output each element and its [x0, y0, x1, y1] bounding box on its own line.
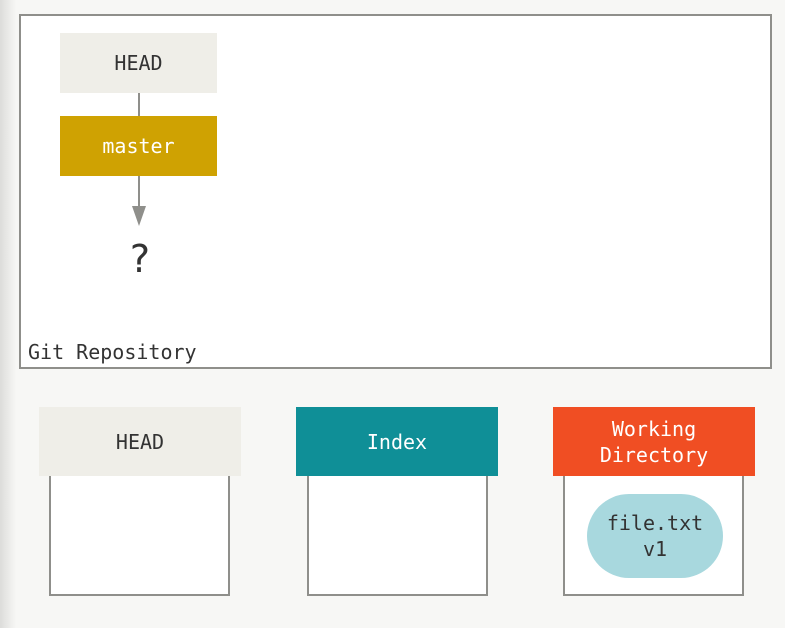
working-directory-header: Working Directory: [553, 407, 755, 476]
git-repository-label: Git Repository: [28, 340, 197, 364]
master-arrow-head: [132, 206, 146, 226]
repo-head-node: HEAD: [60, 33, 217, 93]
head-area-body: [49, 476, 230, 596]
head-master-connector: [138, 93, 140, 116]
index-area-header: Index: [296, 407, 498, 476]
unknown-commit-marker: ?: [129, 237, 151, 281]
page-edge-shadow: [0, 0, 16, 628]
master-branch-node: master: [60, 116, 217, 176]
file-txt-v1-blob: file.txt v1: [587, 494, 723, 578]
head-area-header: HEAD: [39, 407, 241, 476]
master-arrow-shaft: [138, 176, 140, 212]
index-area-body: [307, 476, 488, 596]
